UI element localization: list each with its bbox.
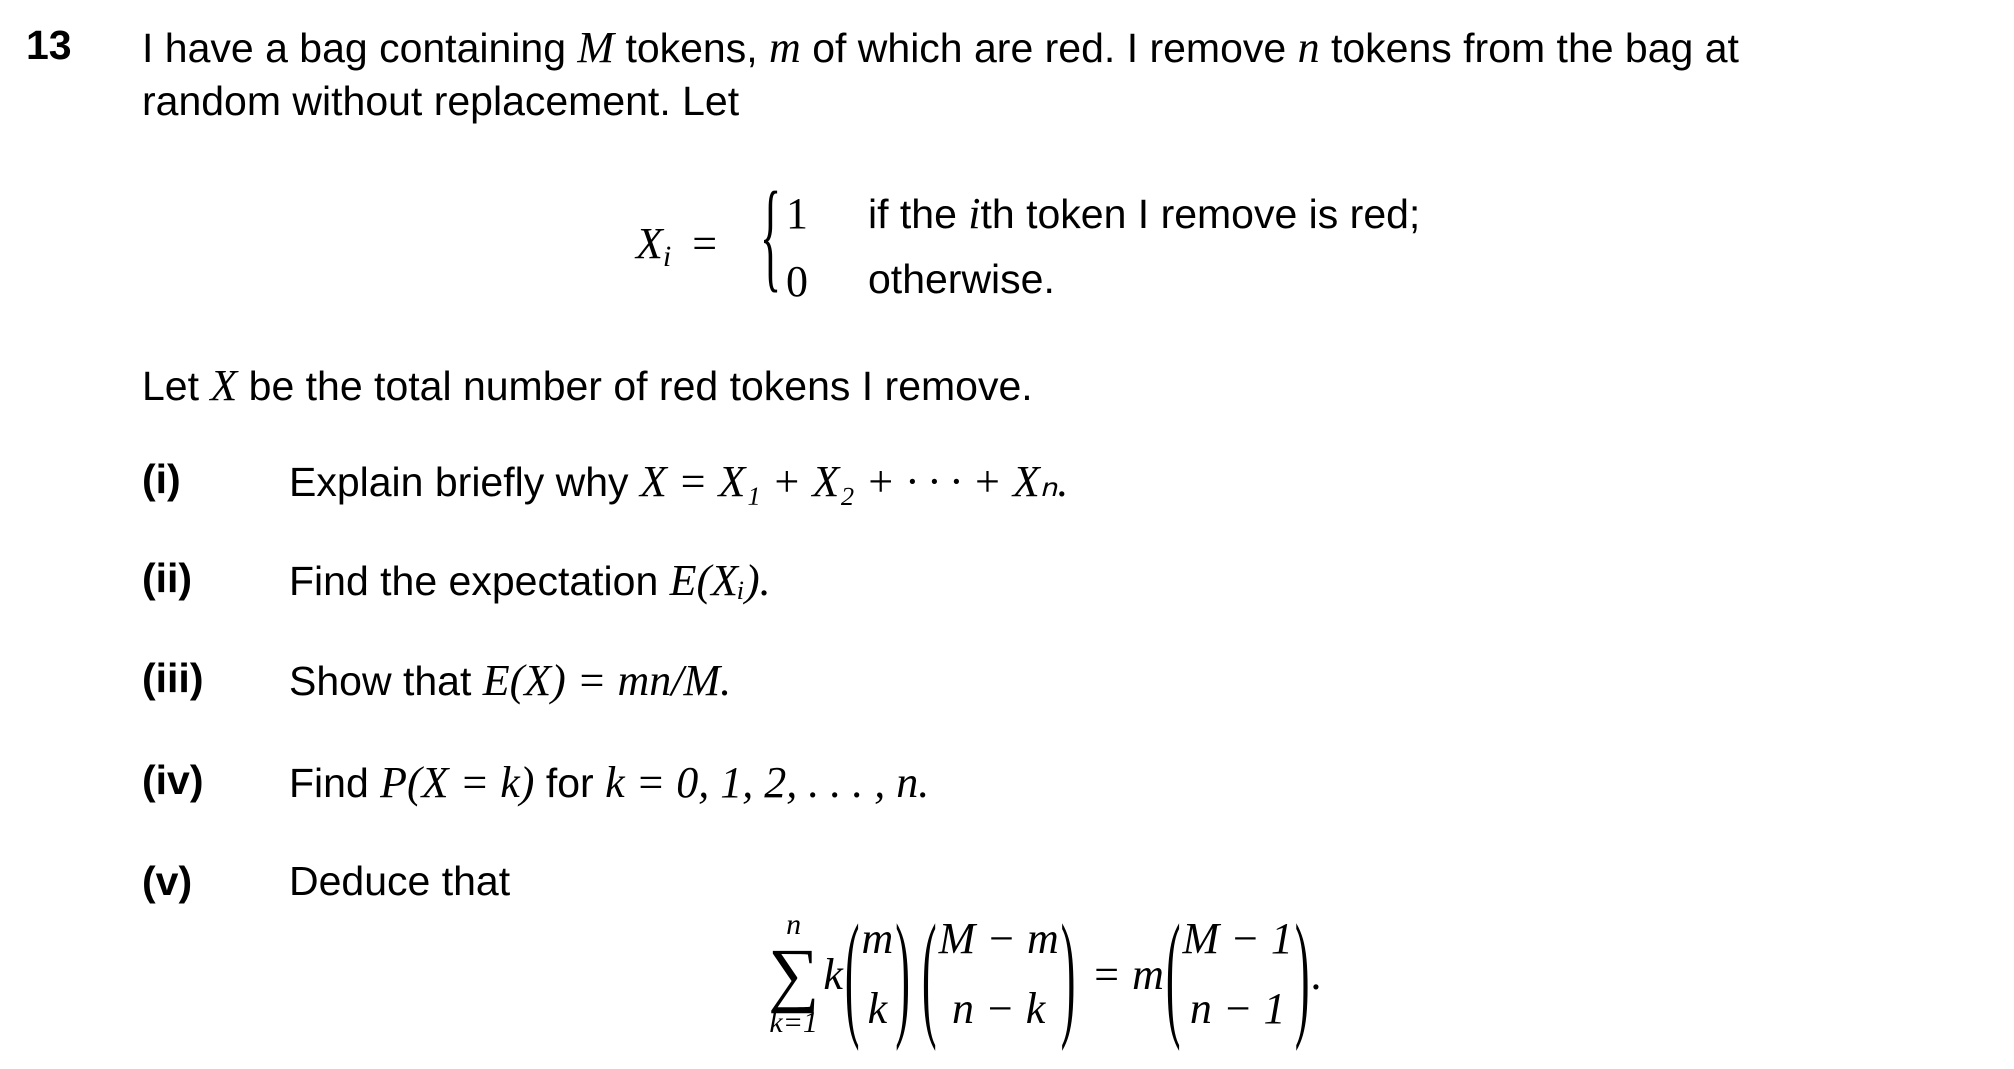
math: X = X₁ + X₂ + · · · + Xₙ. [639,457,1069,506]
text: Let [142,363,211,409]
binom-bottom: n − 1 [1189,984,1286,1033]
part-ii: Find the expectation E(Xᵢ). [289,555,771,606]
case1-text: if the ith token I remove is red; [868,188,1420,239]
part-label-ii: (ii) [142,555,193,601]
text: if the [868,191,969,237]
case2-value: 0 [786,257,808,306]
text: Explain briefly why [289,459,640,505]
binom-top: m [861,914,894,963]
part-iii: Show that E(X) = mn/M. [289,655,731,706]
text: tokens from the bag at [1319,25,1739,71]
text: th token I remove is red; [980,191,1421,237]
math-n: n [1297,23,1320,72]
part-i: Explain briefly why X = X₁ + X₂ + · · · … [289,456,1068,507]
question-number: 13 [26,22,72,68]
sum-upper: n [786,908,802,941]
math-M: M [577,23,615,72]
binom-top: M − m [938,914,1059,963]
math: k = 0, 1, 2, . . . , n. [605,758,930,807]
math-i: i [968,189,981,238]
sum-symbol: ∑ [768,934,820,1014]
binom-bottom: n − k [952,984,1046,1033]
math: E(Xᵢ). [669,556,771,605]
text: of which are red. I remove [800,25,1298,71]
summation: n ∑ k=1 [768,910,819,1038]
definition-lhs: Xi = [636,218,718,272]
binom-bottom: k [867,984,888,1033]
math: P(X = k) [380,758,535,807]
math-m: m [769,23,801,72]
equals-m: = m [1091,949,1164,999]
part-label-iv: (iv) [142,757,204,803]
subscript-i: i [662,240,672,273]
part-iv: Find P(X = k) for k = 0, 1, 2, . . . , n… [289,757,929,808]
text: be the total number of red tokens I remo… [237,363,1033,409]
math-k: k [823,949,843,999]
part-label-v: (v) [142,858,193,904]
part-label-i: (i) [142,456,181,502]
text: Find [289,760,381,806]
math-X: X [636,219,663,268]
equals: = [692,219,718,268]
intro-line-2: random without replacement. Let [142,78,740,124]
part-label-iii: (iii) [142,655,204,701]
brace: { [760,166,782,305]
math-X: X [210,361,238,410]
part-v: Deduce that [289,858,511,904]
period: . [1311,949,1323,999]
binom-top: M − 1 [1182,914,1293,963]
intro-line-1: I have a bag containing M tokens, m of w… [142,22,1739,73]
text: Show that [289,658,483,704]
math: E(X) = mn/M. [482,656,732,705]
text: for [534,760,606,806]
let-x-line: Let X be the total number of red tokens … [142,360,1033,411]
text: I have a bag containing [142,25,578,71]
text: Find the expectation [289,558,670,604]
case1-value: 1 [786,189,808,238]
case2-text: otherwise. [868,256,1055,302]
sum-lower: k=1 [769,1006,818,1039]
text: tokens, [614,25,770,71]
